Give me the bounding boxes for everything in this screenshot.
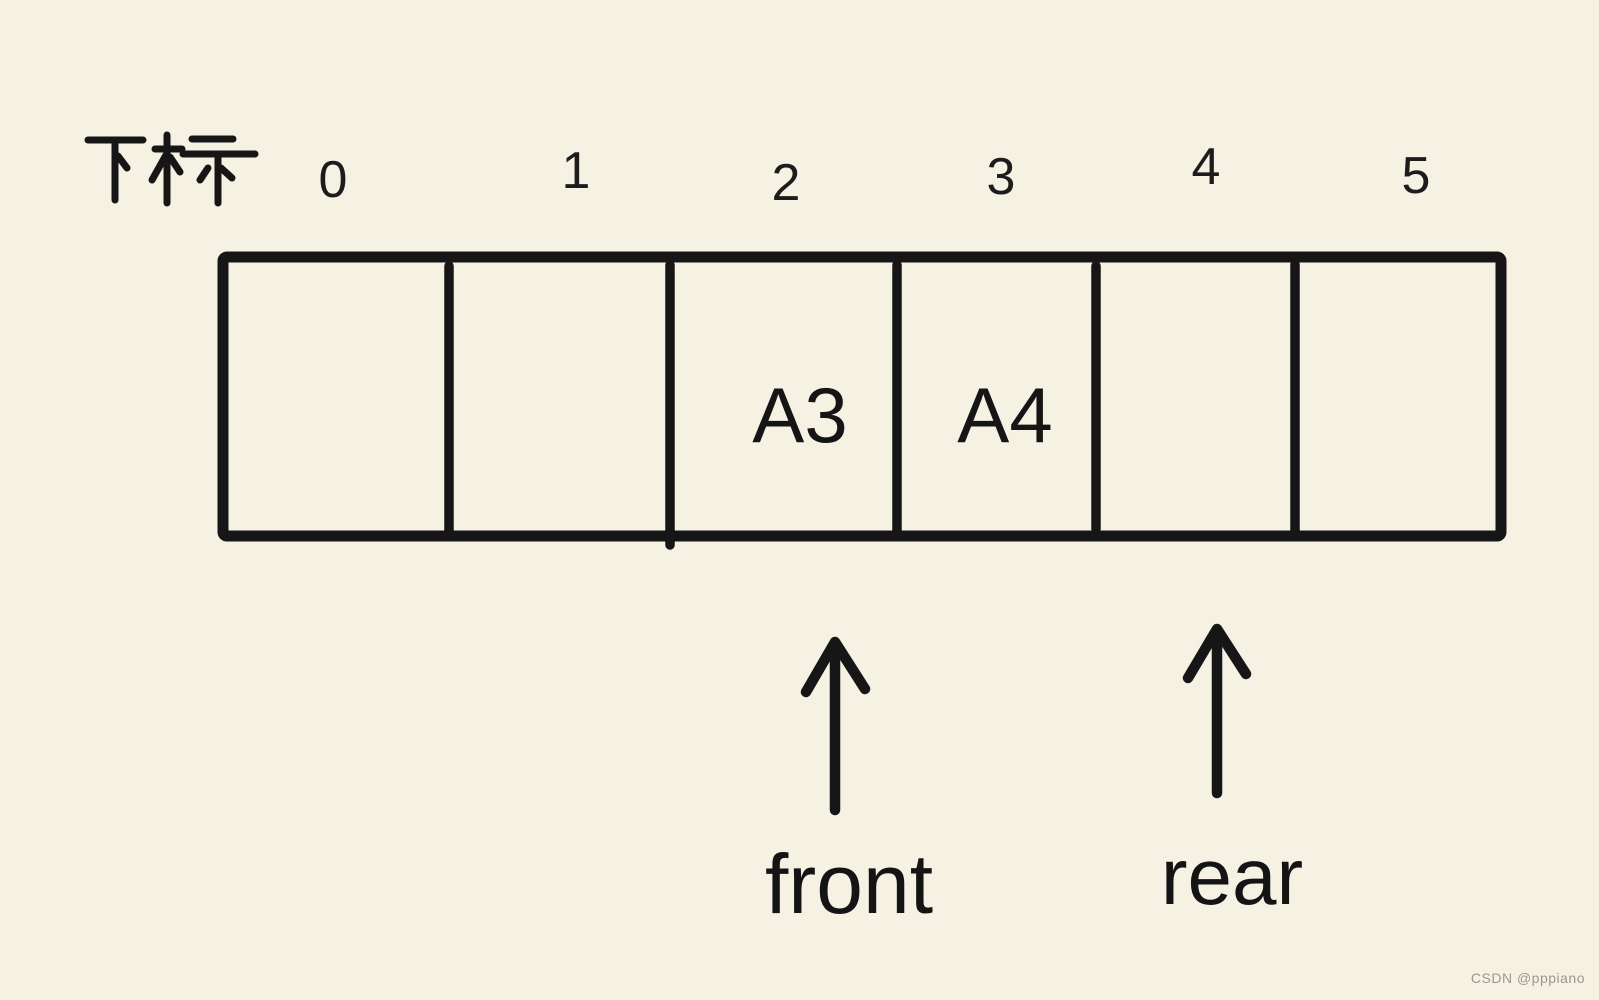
index-number-0: 0 (318, 151, 348, 209)
array-box (217, 251, 1507, 550)
cell-value-3: A4 (957, 371, 1053, 459)
array-outline (217, 251, 1507, 542)
rear-pointer-label: rear (1160, 832, 1304, 921)
cell-value-2: A3 (752, 371, 848, 459)
index-number-4: 4 (1191, 138, 1221, 196)
index-number-3: 3 (986, 148, 1016, 206)
index-number-2: 2 (771, 154, 801, 212)
rear-arrow-icon (1182, 623, 1252, 799)
index-label-chinese (84, 131, 259, 207)
rear-arrow-head (1182, 623, 1252, 684)
front-pointer-label: front (764, 837, 934, 931)
cell-dividers (444, 259, 1300, 550)
front-arrow-icon (800, 636, 871, 816)
front-arrow-head (800, 636, 871, 698)
index-label-strokes (84, 131, 259, 207)
watermark-text: CSDN @pppiano (1470, 970, 1585, 986)
index-number-1: 1 (561, 142, 591, 200)
index-number-5: 5 (1401, 147, 1431, 205)
